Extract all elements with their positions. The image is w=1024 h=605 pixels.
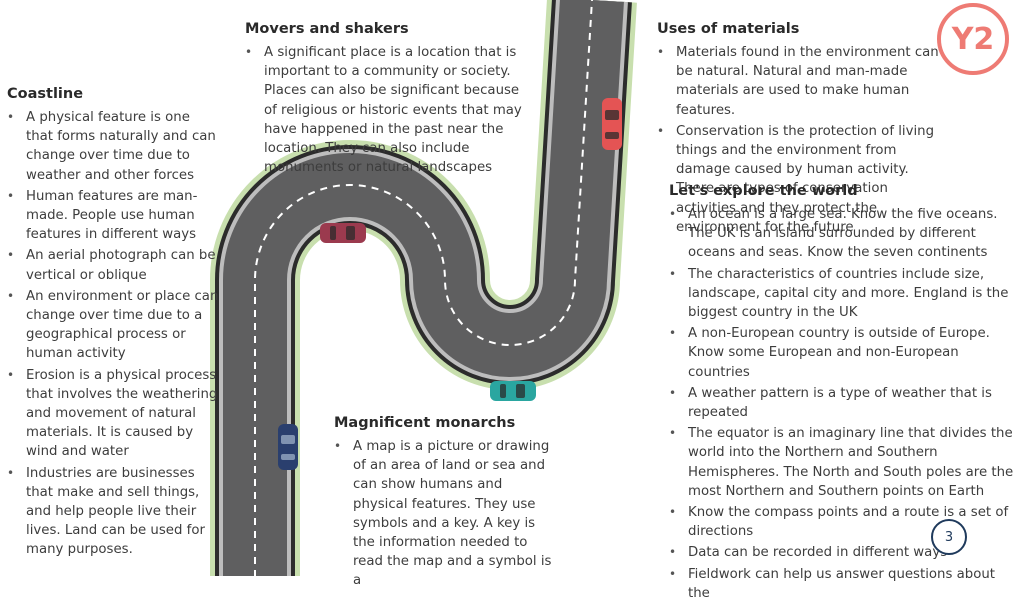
coastline-section: Coastline A physical feature is one that…: [7, 85, 219, 562]
lets-explore-the-world-section: Let's explore the world An ocean is a la…: [669, 182, 1019, 605]
movers-list: A significant place is a location that i…: [245, 43, 535, 177]
materials-title: Uses of materials: [657, 21, 800, 37]
magnificent-monarchs-section: Magnificent monarchs A map is a picture …: [334, 414, 559, 593]
explore-list: An ocean is a large sea. Know the five o…: [669, 205, 1019, 603]
bullet-item: A significant place is a location that i…: [245, 43, 535, 177]
bullet-item: The equator is an imaginary line that di…: [669, 424, 1019, 501]
page-number: 3: [931, 519, 967, 555]
bullet-item: A weather pattern is a type of weather t…: [669, 384, 1019, 422]
teal-car: [490, 381, 536, 401]
road-illustration: [210, 0, 637, 576]
coastline-title: Coastline: [7, 86, 84, 102]
movers-title: Movers and shakers: [245, 21, 409, 37]
bullet-item: Erosion is a physical process that invol…: [7, 366, 219, 462]
coastline-list: A physical feature is one that forms nat…: [7, 108, 219, 560]
bullet-item: Know the compass points and a route is a…: [669, 503, 1019, 541]
bullet-item: Fieldwork can help us answer questions a…: [669, 565, 1019, 603]
bullet-item: An aerial photograph can be vertical or …: [7, 246, 219, 284]
monarchs-title: Magnificent monarchs: [334, 415, 516, 431]
maroon-car: [320, 223, 366, 243]
bullet-item: A map is a picture or drawing of an area…: [334, 437, 559, 591]
red-car: [602, 98, 622, 150]
bullet-item: Human features are man-made. People use …: [7, 187, 219, 245]
movers-and-shakers-section: Movers and shakers A significant place i…: [245, 20, 535, 179]
bullet-item: An environment or place can change over …: [7, 287, 219, 364]
bullet-item: A physical feature is one that forms nat…: [7, 108, 219, 185]
bullet-item: Data can be recorded in different ways: [669, 543, 1019, 562]
monarchs-list: A map is a picture or drawing of an area…: [334, 437, 559, 591]
road-centre-line: [254, 0, 593, 576]
bullet-item: Materials found in the environment can b…: [657, 43, 942, 120]
explore-title: Let's explore the world: [669, 183, 858, 199]
bullet-item: Industries are businesses that make and …: [7, 464, 219, 560]
bullet-item: A non-European country is outside of Eur…: [669, 324, 1019, 382]
navy-car: [278, 424, 298, 470]
winding-road: [210, 0, 637, 576]
bullet-item: An ocean is a large sea. Know the five o…: [669, 205, 1019, 263]
bullet-item: The characteristics of countries include…: [669, 265, 1019, 323]
year-group-badge: Y2: [937, 3, 1009, 75]
